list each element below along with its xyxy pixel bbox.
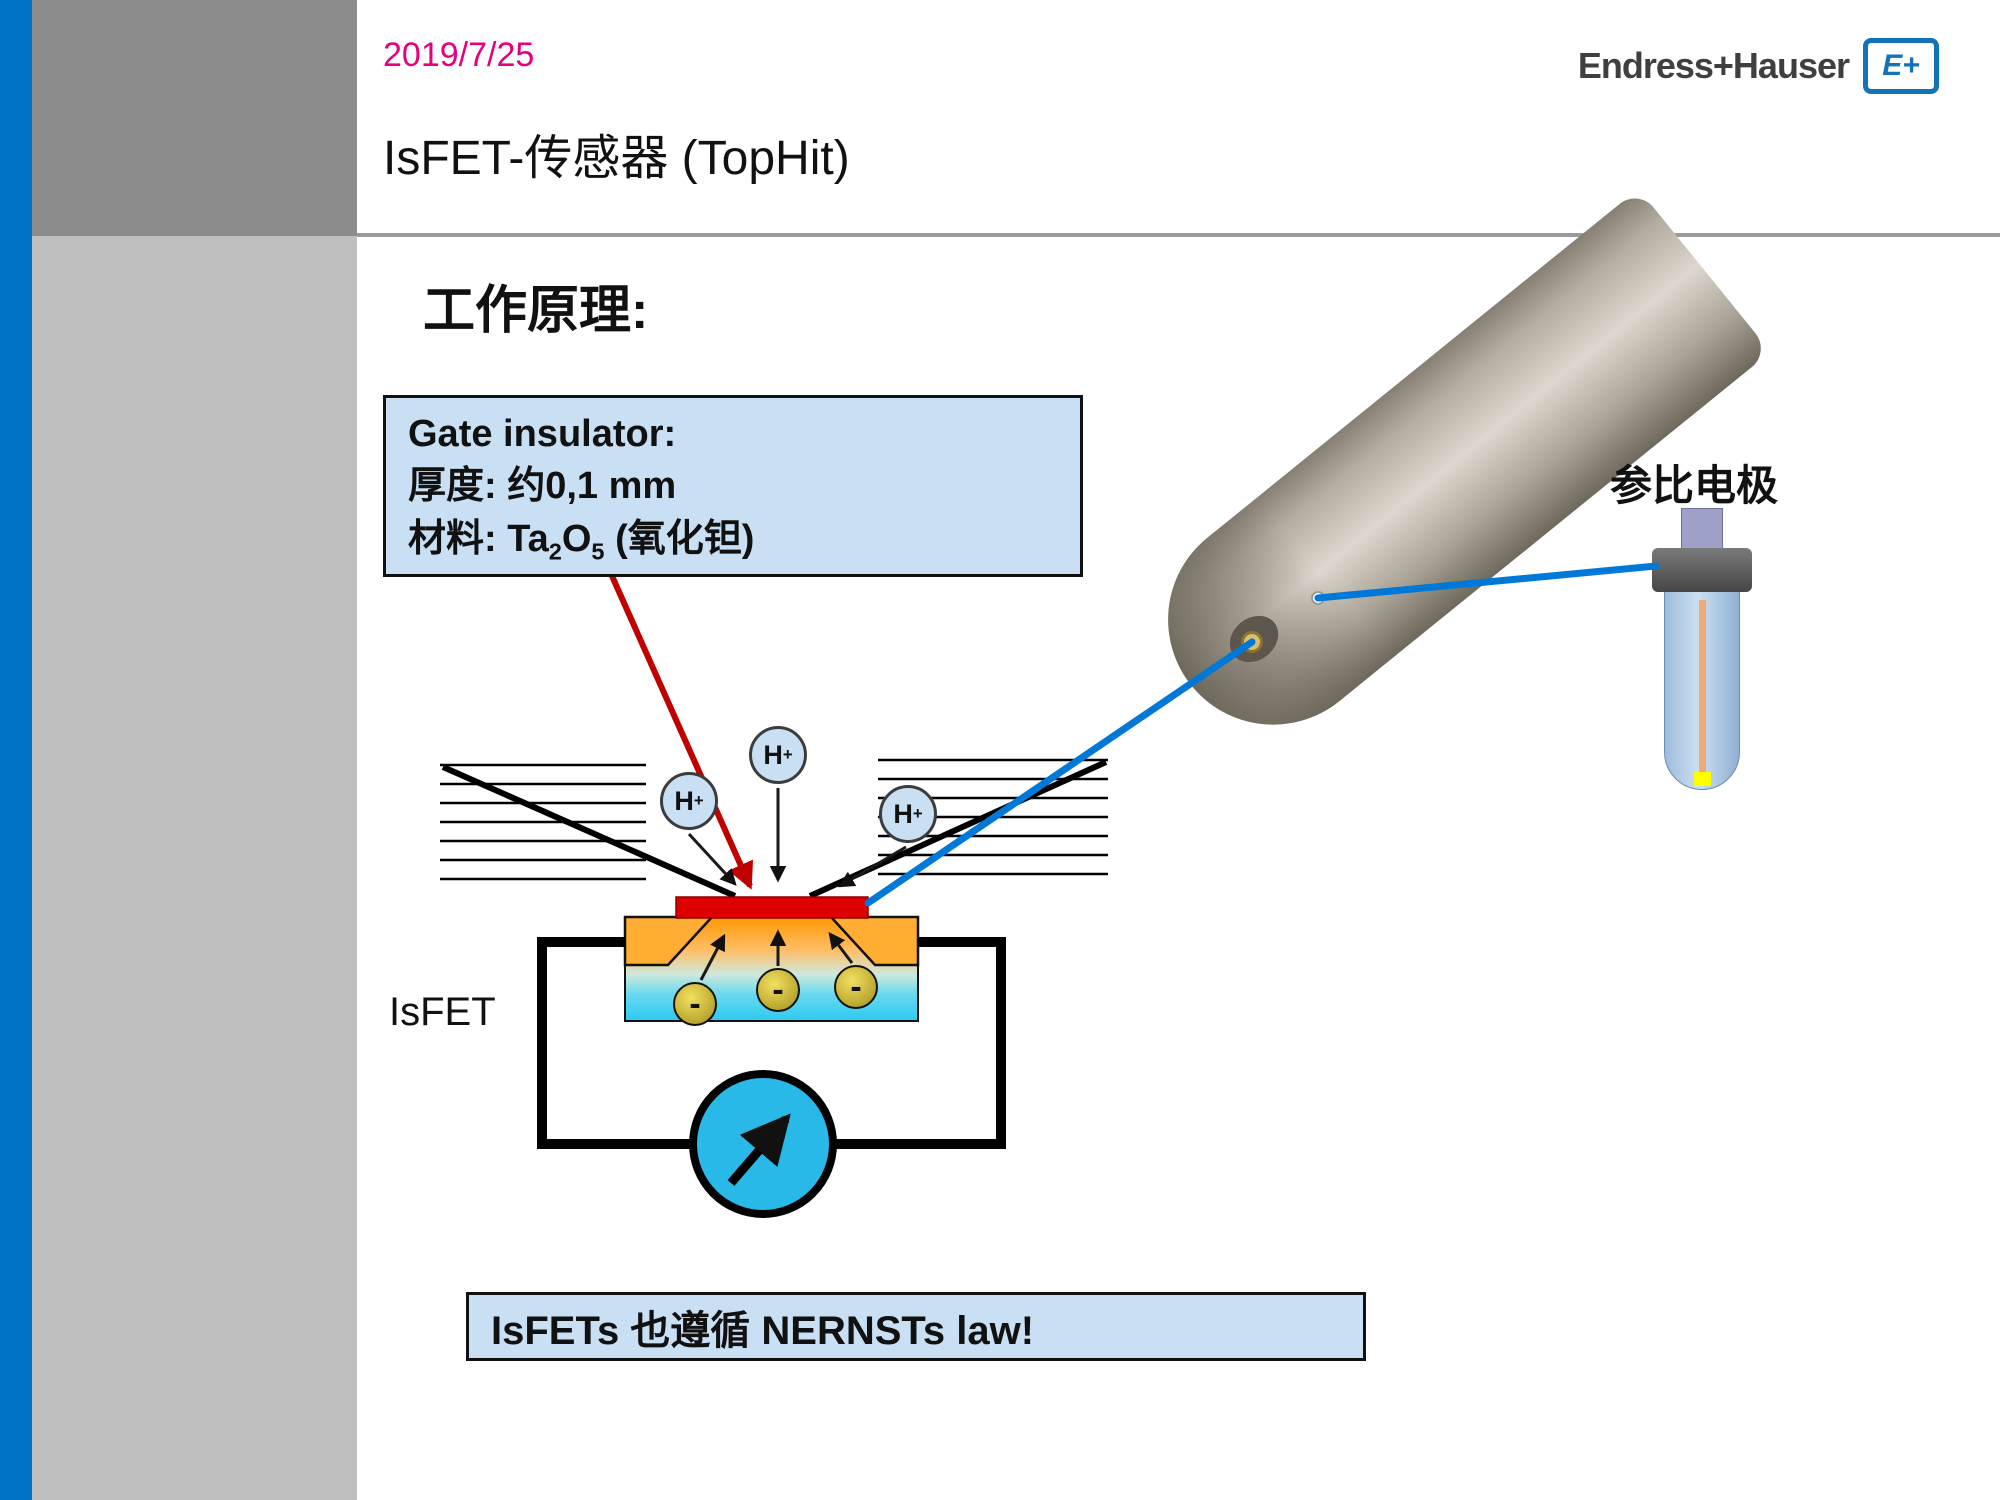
- ion-charge: +: [782, 745, 793, 764]
- hydrogen-ion: H+: [660, 772, 718, 830]
- material-suffix: (氧化钽): [604, 517, 755, 560]
- reference-electrode-label: 参比电极: [1610, 462, 1779, 509]
- reference-electrode-wire: [1699, 600, 1706, 772]
- ion-charge: +: [912, 804, 923, 823]
- electron-charge: -: [689, 985, 700, 1023]
- section-heading: 工作原理:: [423, 282, 649, 340]
- reference-electrode-connector: [1681, 508, 1723, 554]
- reference-electrode-junction: [1694, 772, 1711, 786]
- hydrogen-ion: H+: [749, 726, 807, 784]
- eh-logo-monogram: E+: [1882, 49, 1920, 82]
- eh-logo-icon: E+: [1863, 38, 1939, 94]
- electron-arrows: [699, 929, 854, 981]
- circuit-wire-left: [537, 937, 696, 1149]
- material-sub1: 2: [548, 538, 562, 565]
- material-prefix: 材料: Ta: [408, 517, 549, 560]
- gate-insulator-strip: [675, 896, 869, 919]
- slide-date: 2019/7/25: [383, 36, 535, 74]
- left-accent-bar: [0, 0, 32, 1500]
- isfet-label: IsFET: [389, 990, 496, 1034]
- nernst-law-text: IsFETs 也遵循 NERNSTs law!: [491, 1308, 1035, 1353]
- material-mid: O: [561, 517, 592, 560]
- nernst-law-callout: IsFETs 也遵循 NERNSTs law!: [466, 1292, 1366, 1361]
- gate-callout-line1: Gate insulator:: [408, 413, 677, 455]
- funnel-wall-left: [441, 764, 737, 899]
- ion-charge: +: [693, 791, 704, 810]
- brand-logo: Endress+Hauser E+: [1578, 38, 1939, 94]
- ion-arrows: [687, 788, 907, 888]
- header-divider: [357, 233, 2000, 237]
- probe-to-gate-connector: [864, 638, 1256, 907]
- electrons: - - -: [673, 965, 878, 1026]
- hydrogen-ion: H+: [879, 785, 937, 843]
- gate-callout-line3: 材料: Ta2O5 (氧化钽): [408, 513, 1058, 568]
- probe-to-reference-connector: [1314, 562, 1660, 602]
- ion-symbol: H: [674, 785, 694, 816]
- gate-insulator-callout: Gate insulator: 厚度: 约0,1 mm 材料: Ta2O5 (氧…: [383, 395, 1083, 577]
- brand-name: Endress+Hauser: [1577, 45, 1850, 86]
- circuit-wire-right: [830, 937, 1006, 1149]
- reference-electrode-cap: [1652, 548, 1752, 592]
- meter-needle: [727, 1113, 791, 1186]
- gate-pointer-line: [609, 574, 753, 890]
- material-sub2: 5: [591, 538, 605, 565]
- left-header-block: [32, 0, 357, 236]
- gate-callout-line2: 厚度: 约0,1 mm: [408, 465, 677, 508]
- ion-symbol: H: [763, 739, 783, 770]
- electron-charge: -: [850, 968, 861, 1006]
- ion-symbol: H: [893, 798, 913, 829]
- page-title: IsFET-传感器 (TopHit): [383, 132, 850, 185]
- left-sidebar-column: [32, 236, 357, 1500]
- electron-charge: -: [772, 971, 783, 1009]
